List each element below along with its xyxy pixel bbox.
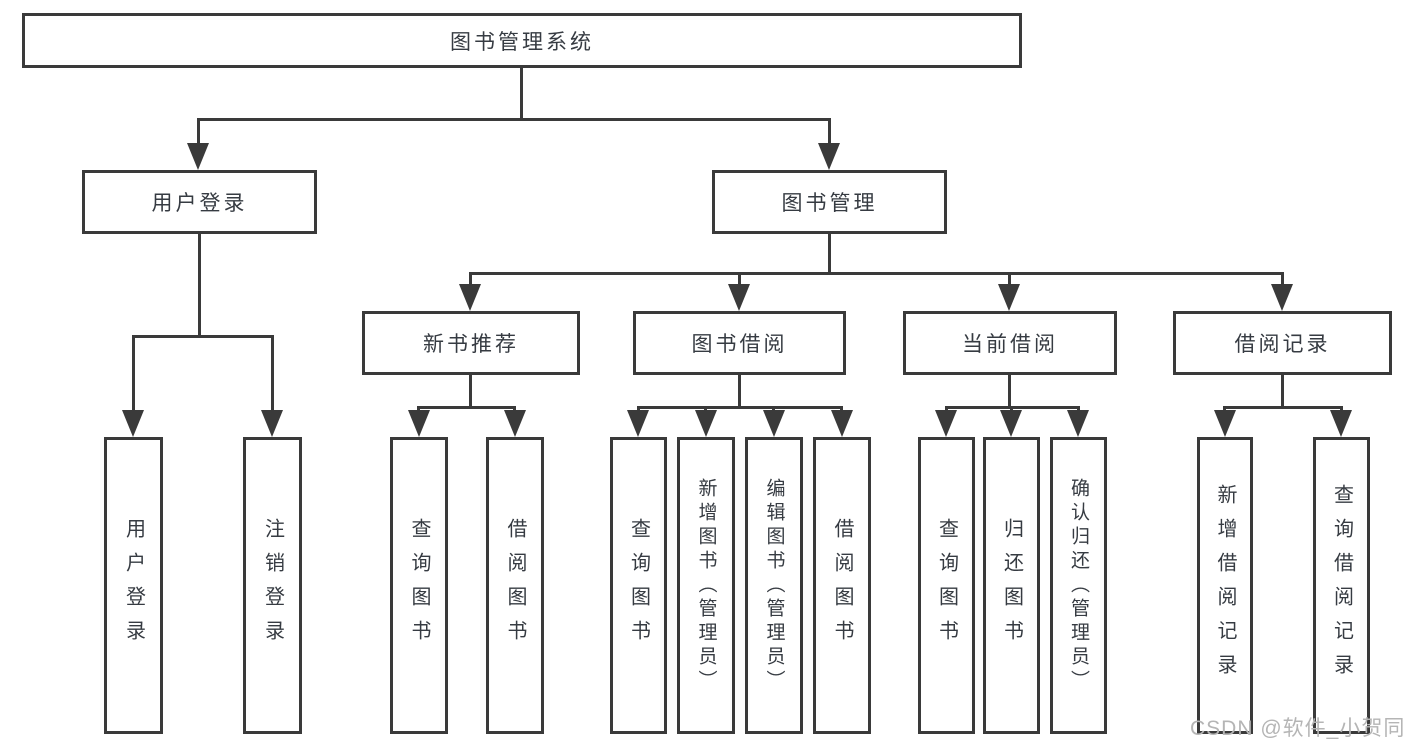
leaf-current-confirm-admin-label: 确认归还（管理员） (1068, 477, 1089, 694)
leaf-newbooks-borrow-label: 借阅图书 (504, 517, 526, 654)
leaf-borrow-add-admin-label: 新增图书（管理员） (695, 477, 717, 694)
leaf-logout: 注销登录 (243, 437, 302, 734)
leaf-current-query-label: 查询图书 (935, 517, 958, 654)
connector-newbooks-bar (417, 406, 516, 409)
connector-currentborrow-stem (1008, 375, 1011, 409)
leaf-records-query-label: 查询借阅记录 (1330, 483, 1353, 688)
leaf-records-query: 查询借阅记录 (1313, 437, 1370, 734)
connector-newbooks-stem (469, 375, 472, 409)
leaf-borrow-add-admin: 新增图书（管理员） (677, 437, 735, 734)
node-borrow-records-label: 借阅记录 (1234, 333, 1331, 356)
leaf-current-confirm-admin: 确认归还（管理员） (1050, 437, 1107, 734)
node-root-label: 图书管理系统 (450, 30, 594, 54)
arrowhead-icon (695, 410, 717, 437)
arrowhead-icon (1067, 410, 1089, 437)
node-borrow-records: 借阅记录 (1173, 311, 1392, 375)
leaf-newbooks-query-label: 查询图书 (408, 517, 430, 654)
connector-bookborrow-stem (738, 375, 741, 409)
node-user-login-label: 用户登录 (151, 192, 248, 215)
arrowhead-icon (1214, 410, 1236, 437)
leaf-user-login: 用户登录 (104, 437, 163, 734)
leaf-newbooks-query: 查询图书 (390, 437, 448, 734)
arrowhead-icon (122, 410, 144, 437)
leaf-borrow-query-label: 查询图书 (627, 517, 650, 654)
arrowhead-icon (627, 410, 649, 437)
node-user-login: 用户登录 (82, 170, 317, 234)
connector-bookmgmt-drop-1 (469, 272, 472, 288)
leaf-borrow-book-label: 借阅图书 (831, 517, 853, 654)
connector-userlogin-bar (132, 335, 274, 338)
arrowhead-icon (504, 410, 526, 437)
connector-bookmgmt-drop-4 (1281, 272, 1284, 288)
arrowhead-icon (1271, 284, 1293, 311)
node-new-books: 新书推荐 (362, 311, 580, 375)
leaf-newbooks-borrow: 借阅图书 (486, 437, 544, 734)
arrowhead-icon (1330, 410, 1352, 437)
arrowhead-icon (831, 410, 853, 437)
leaf-current-query: 查询图书 (918, 437, 975, 734)
arrowhead-icon (728, 284, 750, 311)
leaf-borrow-book: 借阅图书 (813, 437, 871, 734)
node-root: 图书管理系统 (22, 13, 1022, 68)
arrowhead-icon (935, 410, 957, 437)
connector-records-bar (1223, 406, 1343, 409)
node-book-mgmt-label: 图书管理 (781, 192, 878, 215)
connector-bookmgmt-bar (469, 272, 1284, 275)
arrowhead-icon (261, 410, 283, 437)
node-book-borrow-label: 图书借阅 (691, 333, 788, 356)
leaf-user-login-label: 用户登录 (122, 517, 145, 654)
leaf-logout-label: 注销登录 (261, 517, 284, 654)
connector-root-drop-right (828, 118, 831, 148)
connector-bookmgmt-drop-3 (1008, 272, 1011, 288)
node-current-borrow-label: 当前借阅 (962, 333, 1058, 356)
leaf-borrow-query: 查询图书 (610, 437, 667, 734)
connector-bookborrow-bar (637, 406, 843, 409)
node-book-borrow: 图书借阅 (633, 311, 846, 375)
arrowhead-icon (459, 284, 481, 311)
leaf-current-return-label: 归还图书 (1000, 517, 1023, 654)
leaf-current-return: 归还图书 (983, 437, 1040, 734)
leaf-borrow-edit-admin-label: 编辑图书（管理员） (763, 477, 785, 694)
connector-root-stem (520, 68, 523, 121)
arrowhead-icon (763, 410, 785, 437)
arrowhead-icon (408, 410, 430, 437)
node-new-books-label: 新书推荐 (423, 333, 519, 356)
connector-userlogin-drop-2 (271, 335, 274, 415)
leaf-borrow-edit-admin: 编辑图书（管理员） (745, 437, 803, 734)
connector-records-stem (1281, 375, 1284, 409)
connector-bookmgmt-drop-2 (738, 272, 741, 288)
arrowhead-icon (998, 284, 1020, 311)
arrowhead-icon (187, 143, 209, 170)
connector-userlogin-drop-1 (132, 335, 135, 415)
connector-userlogin-stem (198, 233, 201, 338)
connector-root-drop-left (197, 118, 200, 148)
arrowhead-icon (818, 143, 840, 170)
watermark: CSDN @软件_小贺同学 (1190, 717, 1405, 740)
arrowhead-icon (1000, 410, 1022, 437)
leaf-records-add-label: 新增借阅记录 (1214, 483, 1236, 688)
leaf-records-add: 新增借阅记录 (1197, 437, 1253, 734)
node-current-borrow: 当前借阅 (903, 311, 1117, 375)
connector-root-bar (197, 118, 831, 121)
connector-bookmgmt-stem (828, 234, 831, 275)
node-book-mgmt: 图书管理 (712, 170, 947, 234)
